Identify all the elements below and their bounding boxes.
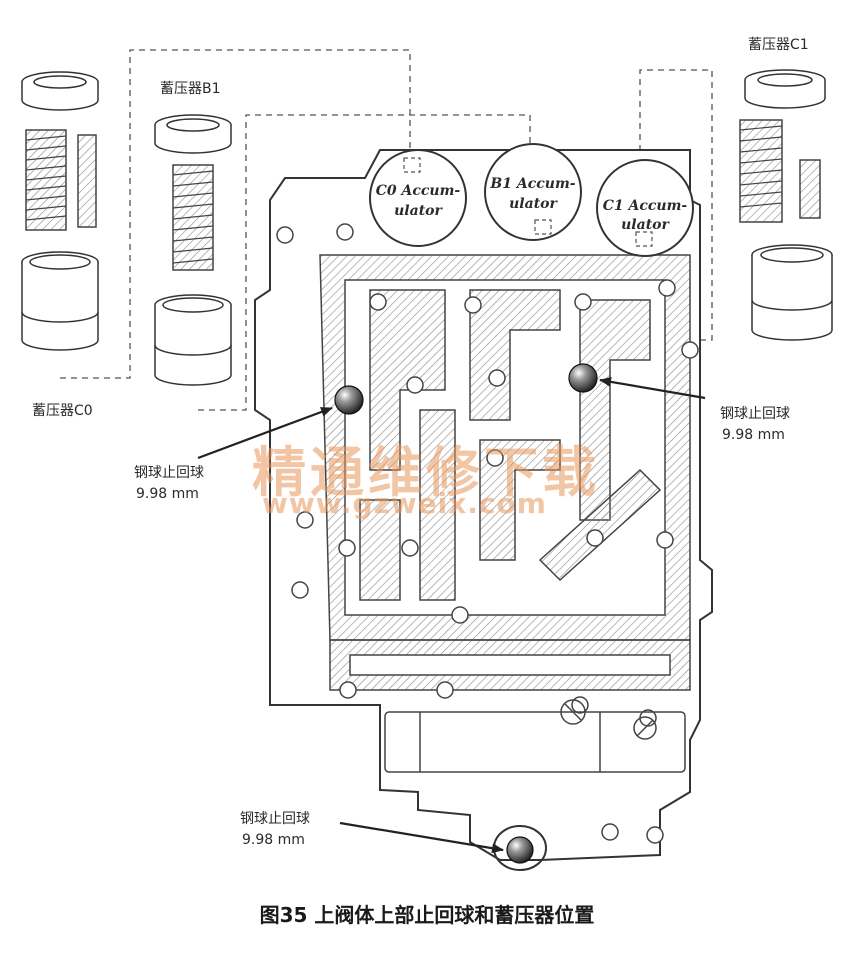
- watermark-url: www.gzweix.com: [262, 487, 547, 520]
- watermark-chinese: 精通维修下载: [252, 440, 600, 504]
- accumulator-c1-parts: [739, 69, 833, 341]
- figure-caption: 图35 上阀体上部止回球和蓄压器位置: [259, 903, 595, 927]
- accumulator-b1-parts: [154, 114, 232, 386]
- accumulator-b1-label: 蓄压器B1: [160, 81, 221, 97]
- c0-bore-label-line1: C0 Accum-: [376, 183, 461, 199]
- check-ball-left: [334, 385, 364, 415]
- callout-arrows: [197, 376, 706, 854]
- check-ball-bottom-size: 9.98 mm: [242, 832, 305, 848]
- accumulator-c0-label: 蓄压器C0: [32, 403, 93, 419]
- check-ball-left-title: 钢球止回球: [134, 465, 204, 481]
- c0-bore-label-line2: ulator: [394, 203, 443, 219]
- check-ball-left-size: 9.98 mm: [136, 486, 199, 502]
- accumulator-bores: [369, 143, 694, 257]
- lower-valve-bores: [384, 699, 686, 773]
- c1-bore-label-line2: ulator: [621, 217, 670, 233]
- bore-inner-marks: [403, 157, 653, 247]
- b1-bore-label-line2: ulator: [509, 196, 558, 212]
- dashed-leaders: [60, 49, 713, 411]
- b1-bore-label-line1: B1 Accum-: [489, 176, 575, 192]
- c1-bore-label-line1: C1 Accum-: [603, 198, 688, 214]
- check-ball-right-title: 钢球止回球: [720, 406, 790, 422]
- accumulator-c0-parts: [21, 71, 99, 351]
- check-ball-bottom-title: 钢球止回球: [240, 811, 310, 827]
- bolt-holes: [276, 223, 699, 844]
- check-ball-right: [568, 363, 598, 393]
- check-ball-right-size: 9.98 mm: [722, 427, 785, 443]
- accumulator-c1-label: 蓄压器C1: [748, 37, 809, 53]
- fluid-passages: [319, 254, 691, 691]
- check-ball-bottom: [506, 836, 534, 864]
